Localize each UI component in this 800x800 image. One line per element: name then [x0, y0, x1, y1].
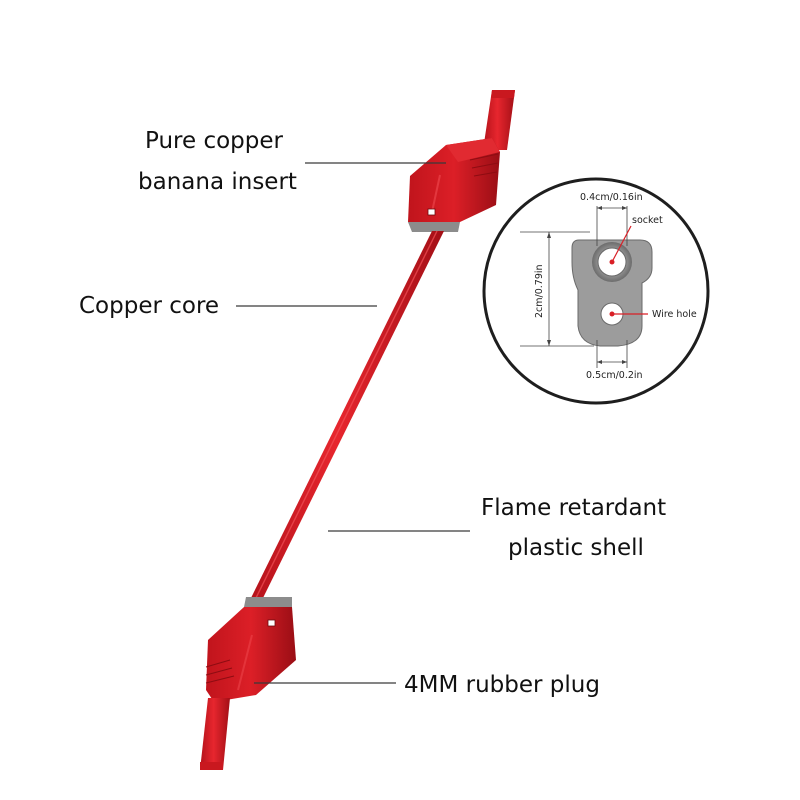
label-copper-core: Copper core — [79, 293, 219, 319]
dim-bottom-text: 0.5cm/0.2in — [586, 370, 643, 381]
test-lead — [200, 90, 515, 770]
dimension-bottom: 0.5cm/0.2in — [586, 340, 643, 381]
connector-face — [571, 239, 653, 347]
wire-hole-callout: Wire hole — [609, 309, 697, 320]
label-banana-insert: banana insert — [138, 169, 297, 195]
dim-top-text: 0.4cm/0.16in — [580, 192, 643, 203]
wire-hole-text: Wire hole — [652, 309, 697, 320]
bottom-connector-body — [205, 597, 296, 702]
label-plastic-shell: plastic shell — [508, 535, 644, 561]
bottom-banana-pin — [200, 698, 230, 770]
label-pure-copper: Pure copper — [145, 128, 284, 154]
socket-callout: socket — [609, 215, 663, 265]
bottom-connector-window — [267, 619, 276, 627]
dim-height-text: 2cm/0.79in — [534, 264, 545, 318]
bottom-gray-collar — [244, 597, 292, 607]
top-gray-collar — [408, 222, 460, 232]
top-connector-window — [427, 208, 436, 216]
dimension-height: 2cm/0.79in — [520, 231, 594, 347]
top-banana-pin — [483, 90, 515, 150]
top-connector-body — [408, 138, 500, 232]
cable — [249, 231, 444, 602]
connector-end-view-inset: 0.4cm/0.16in socket 2cm/0.79in Wire hole — [482, 177, 710, 405]
socket-text: socket — [632, 215, 663, 226]
label-flame-retardant: Flame retardant — [481, 495, 666, 521]
label-rubber-plug: 4MM rubber plug — [404, 672, 600, 698]
dimension-top: 0.4cm/0.16in — [580, 192, 643, 246]
